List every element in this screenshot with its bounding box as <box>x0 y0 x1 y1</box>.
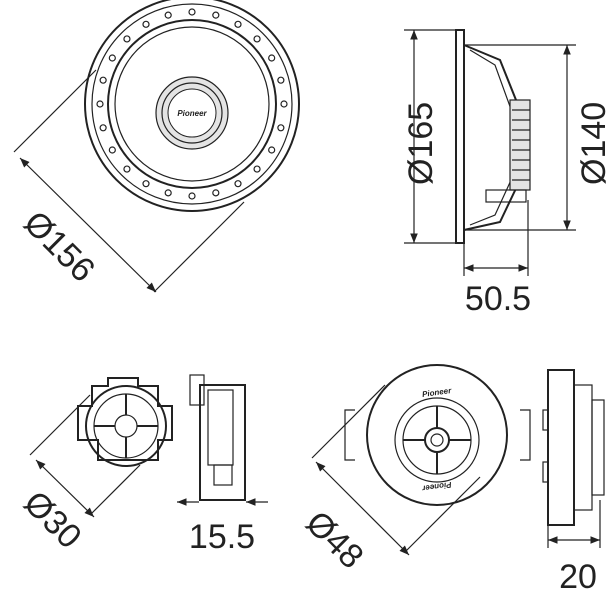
bolt-hole <box>108 54 116 62</box>
large-tweeter-side-view <box>542 369 605 526</box>
bolt-hole <box>268 146 276 154</box>
small-tweeter-diameter-label: Ø30 <box>16 484 88 556</box>
large-tweeter-depth-label: 20 <box>559 558 597 596</box>
woofer-depth-label: 50.5 <box>465 280 531 318</box>
woofer-frame-diameter-label: Ø165 <box>402 102 440 185</box>
bolt-hole <box>123 165 131 173</box>
woofer-side-view <box>455 29 531 244</box>
bolt-hole <box>212 189 220 197</box>
woofer-frame-diameter-dimension: Ø165 <box>402 29 456 244</box>
bolt-hole <box>212 11 220 19</box>
bolt-hole <box>234 20 242 28</box>
bolt-hole <box>108 146 116 154</box>
small-tweeter-depth-dimension: 15.5 <box>177 498 268 556</box>
bolt-hole <box>123 35 131 43</box>
woofer-front-view: Pioneer <box>84 0 300 212</box>
bolt-hole <box>164 189 172 197</box>
woofer-cone-diameter-dimension: Ø140 <box>464 44 613 231</box>
bolt-hole <box>96 100 104 108</box>
bolt-hole <box>164 11 172 19</box>
bolt-hole <box>277 124 285 132</box>
bolt-hole <box>253 165 261 173</box>
woofer-cone-diameter-label: Ø140 <box>575 102 613 185</box>
large-tweeter-diameter-dimension: Ø48 <box>298 384 481 576</box>
bolt-hole <box>142 20 150 28</box>
brand-logo-top: Pioneer <box>421 386 452 399</box>
bolt-hole <box>142 180 150 188</box>
small-tweeter-front-view <box>77 377 173 467</box>
large-tweeter-front-view: Pioneer Pioneer <box>344 364 531 506</box>
bolt-hole <box>234 180 242 188</box>
bolt-hole <box>268 54 276 62</box>
bolt-hole <box>277 76 285 84</box>
bolt-hole <box>99 76 107 84</box>
bolt-hole <box>253 35 261 43</box>
bolt-hole <box>99 124 107 132</box>
bolt-hole <box>188 192 196 200</box>
bolt-hole <box>280 100 288 108</box>
large-tweeter-diameter-label: Ø48 <box>298 504 370 576</box>
bolt-hole <box>188 8 196 16</box>
brand-logo: Pioneer <box>177 109 207 118</box>
woofer-front-diameter-label: Ø156 <box>16 204 102 290</box>
large-tweeter-depth-dimension: 20 <box>547 500 601 596</box>
brand-logo-bottom: Pioneer <box>421 480 452 493</box>
small-tweeter-depth-label: 15.5 <box>189 518 255 556</box>
woofer-depth-dimension: 50.5 <box>463 200 531 318</box>
small-tweeter-side-view <box>189 374 246 501</box>
